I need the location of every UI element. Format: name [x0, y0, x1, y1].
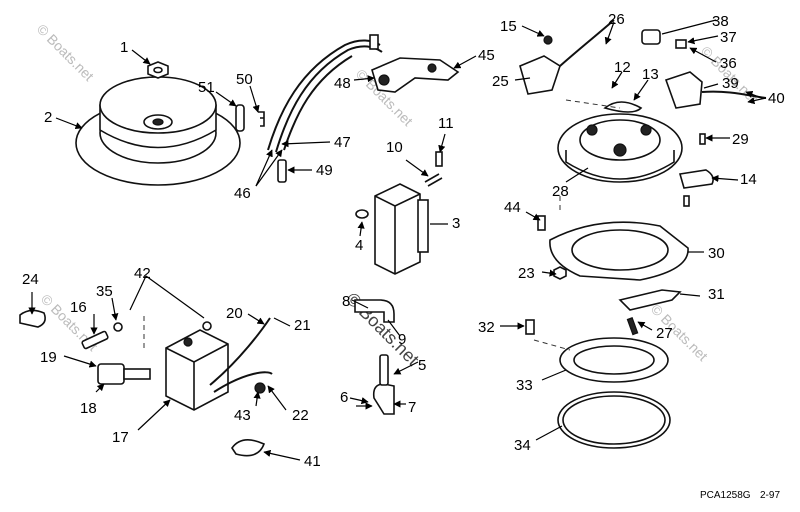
callout-9: 9 [398, 331, 406, 348]
retaining-ring [557, 391, 671, 449]
callout-42: 42 [134, 265, 151, 282]
callout-47: 47 [334, 134, 351, 151]
callout-26: 26 [608, 11, 625, 28]
link [678, 169, 714, 189]
screw [699, 133, 706, 145]
washer [202, 321, 212, 331]
callout-12: 12 [614, 59, 631, 76]
pack-wires [209, 317, 273, 393]
callout-45: 45 [478, 47, 495, 64]
bolt [424, 173, 443, 187]
clamp [19, 309, 46, 328]
callout-49: 49 [316, 162, 333, 179]
diagram-code: PCA1258G [700, 490, 751, 501]
washer [355, 209, 369, 219]
callout-1: 1 [120, 39, 128, 56]
callout-31: 31 [708, 286, 725, 303]
connector [97, 363, 125, 385]
screw [435, 151, 443, 167]
callout-14: 14 [740, 171, 757, 188]
callout-37: 37 [720, 29, 737, 46]
callout-46: 46 [234, 185, 251, 202]
callout-21: 21 [294, 317, 311, 334]
throttle-lever [618, 289, 682, 311]
screw [626, 317, 639, 336]
flywheel [75, 76, 241, 186]
callout-20: 20 [226, 305, 243, 322]
callout-35: 35 [96, 283, 113, 300]
callout-28: 28 [552, 183, 569, 200]
callouts: 1 2 3 4 5 6 7 8 9 10 11 12 13 14 15 16 1… [22, 11, 785, 470]
ring-gear [559, 337, 669, 383]
callout-38: 38 [712, 13, 729, 30]
callout-15: 15 [500, 18, 517, 35]
callout-25: 25 [492, 73, 509, 90]
callout-43: 43 [234, 407, 251, 424]
screw [683, 195, 690, 207]
trigger-assembly [369, 34, 460, 93]
nut [147, 61, 169, 79]
callout-4: 4 [355, 237, 363, 254]
callout-19: 19 [40, 349, 57, 366]
pin [235, 104, 245, 132]
diagram-date: 2-97 [760, 490, 780, 501]
washer [113, 322, 123, 332]
callout-32: 32 [478, 319, 495, 336]
leader-lines [28, 19, 767, 461]
callout-16: 16 [70, 299, 87, 316]
callout-23: 23 [518, 265, 535, 282]
power-pack [165, 329, 229, 411]
callout-41: 41 [304, 453, 321, 470]
callout-7: 7 [408, 399, 416, 416]
callout-29: 29 [732, 131, 749, 148]
retainer-plate [549, 221, 689, 281]
callout-39: 39 [722, 75, 739, 92]
timer-base [557, 101, 683, 183]
callout-48: 48 [334, 75, 351, 92]
screw [525, 319, 535, 335]
nut [553, 266, 567, 280]
bolt [81, 330, 109, 350]
callout-51: 51 [198, 79, 215, 96]
callout-11: 11 [438, 115, 454, 132]
callout-30: 30 [708, 245, 725, 262]
clip [258, 111, 265, 127]
connector [123, 368, 151, 380]
screw [537, 215, 546, 231]
callout-36: 36 [720, 55, 737, 72]
callout-10: 10 [386, 139, 403, 156]
callout-2: 2 [44, 109, 52, 126]
washer [254, 382, 266, 394]
trigger-coil [519, 19, 615, 95]
callout-50: 50 [236, 71, 253, 88]
callout-34: 34 [514, 437, 531, 454]
spark-plug-boots [354, 299, 395, 415]
callout-3: 3 [452, 215, 460, 232]
callout-18: 18 [80, 400, 97, 417]
callout-40: 40 [768, 90, 785, 107]
callout-22: 22 [292, 407, 309, 424]
strap [231, 439, 266, 457]
callout-33: 33 [516, 377, 533, 394]
callout-44: 44 [504, 199, 521, 216]
callout-5: 5 [418, 357, 426, 374]
callout-24: 24 [22, 271, 39, 288]
callout-6: 6 [340, 389, 348, 406]
callout-27: 27 [656, 325, 673, 342]
watermark: © Boats.net [34, 21, 97, 84]
callout-13: 13 [642, 66, 659, 83]
ignition-coil [374, 183, 429, 275]
callout-17: 17 [112, 429, 129, 446]
wire-harness [267, 39, 383, 183]
callout-8: 8 [342, 293, 350, 310]
